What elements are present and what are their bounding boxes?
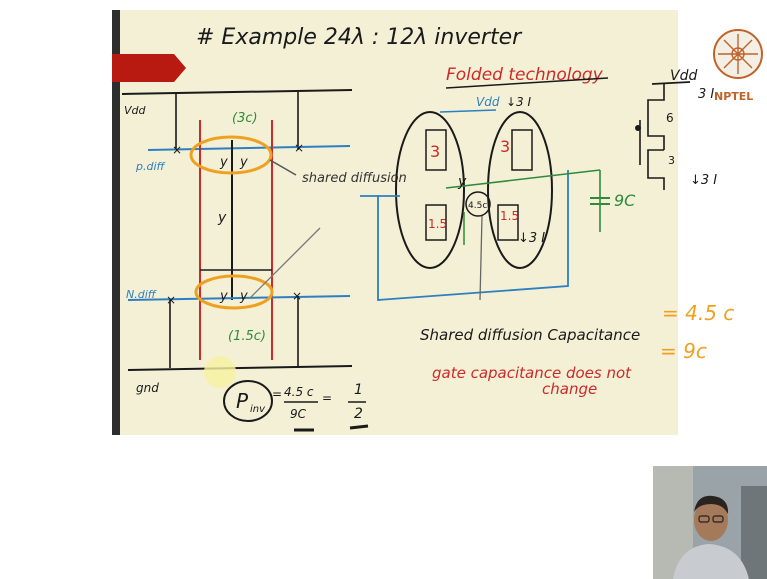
gate-cap-label-1: gate capacitance does not <box>432 364 632 382</box>
vdd-label: Vdd <box>124 104 147 117</box>
bottom-cap-label: (1.5c) <box>228 329 266 344</box>
folded-circuit: Folded technology Vdd ↓3 I 3 1.5 3 1.5 y… <box>360 65 636 301</box>
shared-diffusion-label: Shared diffusion Capacitance <box>420 326 640 344</box>
svg-text:3 I: 3 I <box>698 87 714 102</box>
svg-text:y: y <box>457 174 467 190</box>
svg-text:y: y <box>217 210 227 226</box>
left-layout: Vdd p.diff N.diff gnd × × × × (3c) (1.5c… <box>121 89 407 395</box>
svg-text:inv: inv <box>250 404 266 415</box>
gnd-label: gnd <box>136 381 159 395</box>
svg-text:×: × <box>294 141 304 155</box>
svg-text:3: 3 <box>668 154 675 167</box>
svg-text:Vdd: Vdd <box>476 95 500 109</box>
svg-text:y: y <box>219 155 228 170</box>
svg-text:6: 6 <box>666 111 674 125</box>
svg-text:↓3 I: ↓3 I <box>518 231 545 246</box>
slide-edge-bar <box>112 10 120 435</box>
svg-text:1.5: 1.5 <box>428 217 447 231</box>
svg-text:1.5: 1.5 <box>500 209 519 223</box>
right-inverter: Vdd 3 I 6 3 ↓3 I <box>635 68 717 190</box>
shared-diffusion-value: = 4.5 c <box>662 301 734 325</box>
top-cap-label: (3c) <box>232 111 258 126</box>
slide-title: # Example 24λ : 12λ inverter <box>196 25 523 50</box>
red-ribbon-marker <box>112 54 186 82</box>
svg-text:P: P <box>236 389 249 413</box>
svg-text:y: y <box>219 289 228 304</box>
svg-text:↓3 I: ↓3 I <box>690 173 717 188</box>
svg-text:y: y <box>239 289 248 304</box>
notes: Shared diffusion Capacitance = 4.5 c gat… <box>420 301 734 398</box>
pinv-formula: P inv = 4.5 c 9C = 1 2 <box>223 380 369 432</box>
svg-text:×: × <box>292 289 302 303</box>
svg-text:y: y <box>239 155 248 170</box>
gate-cap-label-2: change <box>542 380 597 398</box>
svg-text:↓3 I: ↓3 I <box>506 95 532 109</box>
ndiff-label: N.diff <box>126 288 157 301</box>
presenter-webcam <box>653 466 767 579</box>
svg-text:2: 2 <box>354 406 363 422</box>
pdiff-label: p.diff <box>135 160 166 173</box>
svg-text:=: = <box>272 387 282 401</box>
svg-text:×: × <box>166 293 176 307</box>
shared-note: shared diffusion <box>302 171 407 186</box>
nptel-logo: NPTEL <box>713 29 763 103</box>
svg-text:9C: 9C <box>614 191 636 210</box>
svg-text:3: 3 <box>500 137 510 156</box>
svg-text:×: × <box>172 143 182 157</box>
svg-text:4.5c: 4.5c <box>468 201 487 211</box>
folded-heading: Folded technology <box>446 65 604 85</box>
svg-text:1: 1 <box>354 382 363 398</box>
svg-text:Vdd: Vdd <box>670 68 697 84</box>
gate-cap-value: = 9c <box>660 339 707 363</box>
nptel-text: NPTEL <box>714 90 753 103</box>
svg-text:3: 3 <box>430 142 440 161</box>
svg-text:9C: 9C <box>290 407 307 421</box>
svg-text:=: = <box>322 391 332 405</box>
svg-text:4.5 c: 4.5 c <box>284 385 314 399</box>
